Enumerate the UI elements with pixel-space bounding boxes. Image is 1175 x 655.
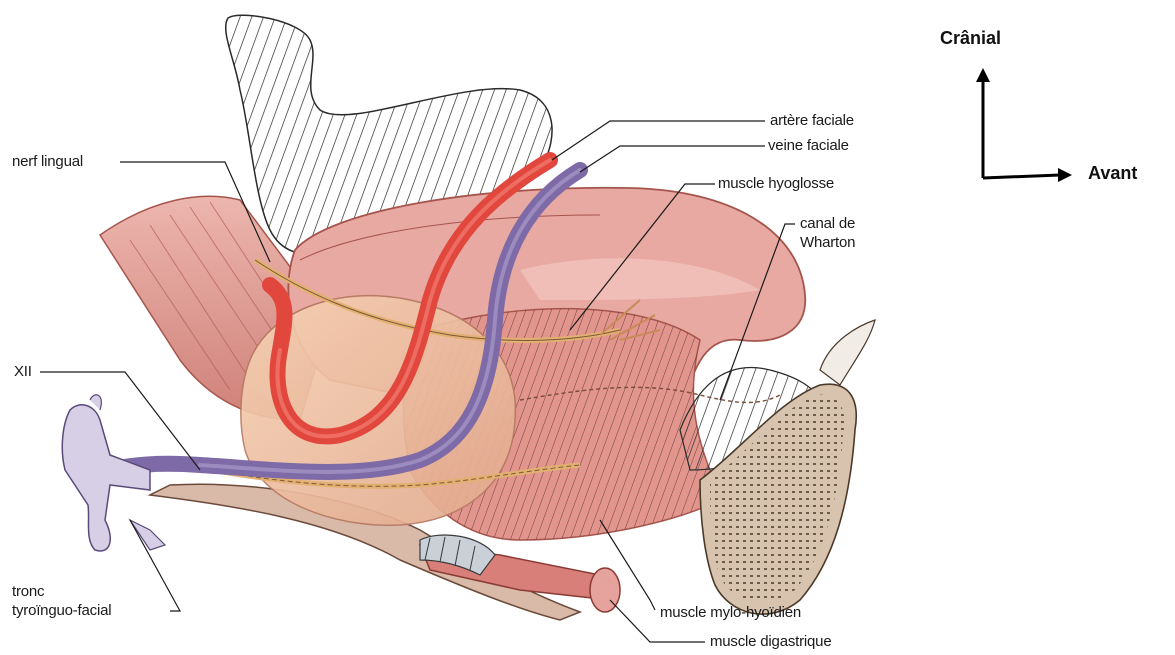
label-muscle-mylo-hyoidien: muscle mylo-hyoïdien <box>660 604 801 621</box>
label-canal-line2: Wharton <box>800 234 855 251</box>
mandible-front-shape <box>700 320 875 614</box>
leader-veine <box>580 146 765 172</box>
label-canal-line1: canal de <box>800 215 855 232</box>
arrow-right-icon <box>1058 168 1072 182</box>
trunk-shape <box>62 395 165 551</box>
label-cranial: Crânial <box>940 28 1001 49</box>
label-tronc-line2: tyroïnguo-facial <box>12 602 111 619</box>
label-veine-faciale: veine faciale <box>768 137 849 154</box>
label-nerf-lingual: nerf lingual <box>12 153 83 170</box>
label-artere-faciale: artère faciale <box>770 112 854 129</box>
label-muscle-hyoglosse: muscle hyoglosse <box>718 175 834 192</box>
label-xii: XII <box>14 363 32 380</box>
arrow-up-icon <box>976 68 990 82</box>
label-tronc-line1: tronc <box>12 583 44 600</box>
label-avant: Avant <box>1088 163 1137 184</box>
leader-tronc <box>130 520 180 611</box>
orientation-arrows <box>976 68 1072 182</box>
leader-artere <box>552 121 765 160</box>
label-muscle-digastrique: muscle digastrique <box>710 633 831 650</box>
